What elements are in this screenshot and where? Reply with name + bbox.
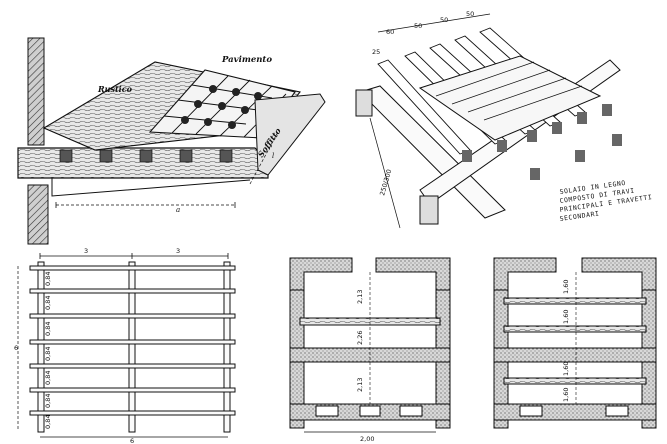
top-dim-right: 3 — [176, 247, 180, 255]
floor-planks — [418, 55, 602, 141]
joist-dimension: 25 — [372, 48, 380, 56]
label-dim-a: a — [176, 206, 180, 214]
dim-bottom-2: 1,60 — [562, 388, 570, 402]
main-beams-plan — [37, 261, 231, 433]
top-dim-left: 3 — [84, 247, 88, 255]
dim-bottom-1: 1,60 — [562, 362, 570, 376]
mid-wall — [493, 347, 657, 363]
spacing-label-6: 0,84 — [44, 415, 52, 429]
spacing-label-1: 0,84 — [44, 296, 52, 310]
diagram-room-section-a: 2,13 2,26 2,13 2,00 — [289, 257, 451, 443]
wall-lower — [27, 184, 49, 245]
beam-upper-1 — [503, 297, 647, 305]
bottom-dim: 6 — [130, 437, 134, 444]
dim-top-2: 2,26 — [356, 331, 364, 345]
span-dimension-line — [369, 117, 401, 229]
spacing-label-4: 0,84 — [44, 371, 52, 385]
secondary-joists-plan — [29, 265, 236, 416]
width-dim: 2,00 — [360, 435, 374, 443]
dim-bottom-1: 2,13 — [356, 378, 364, 392]
spacing-0: 60 — [386, 28, 394, 36]
spacing-2: 50 — [440, 16, 448, 24]
spacing-3: 50 — [466, 10, 474, 18]
side-dim: 6 — [14, 344, 18, 352]
plank-lines — [435, 61, 583, 121]
ceiling-hanger — [51, 178, 251, 197]
diagram-beams-joists: 60 50 50 50 25 250/300 SOLAIO IN LEGNO C… — [355, 10, 653, 229]
bottom-wall — [493, 403, 657, 421]
diagram-room-section-b: 1,60 1,60 1,60 1,60 — [493, 257, 657, 429]
beam-upper-2 — [503, 325, 647, 333]
spacing-1: 50 — [414, 22, 422, 30]
label-rustico: Rustico — [97, 84, 133, 94]
label-dim-l: l — [272, 152, 274, 160]
spacing-dimension-line — [377, 13, 491, 33]
spacing-label-0: 0,84 — [44, 272, 52, 286]
caption-block: SOLAIO IN LEGNO COMPOSTO DI TRAVI PRINCI… — [559, 179, 653, 223]
dim-top-2: 1,60 — [562, 310, 570, 324]
label-pavimento: Pavimento — [221, 55, 272, 65]
spacing-label-5: 0,84 — [44, 394, 52, 408]
ceiling-board — [254, 93, 326, 176]
joist-ends — [59, 149, 233, 163]
spacing-label-2: 0,84 — [44, 322, 52, 336]
joist-sections — [462, 104, 622, 180]
spacing-label-3: 0,84 — [44, 347, 52, 361]
spacing-labels: 0,84 0,84 0,84 0,84 0,84 0,84 0,84 — [44, 272, 52, 429]
dim-top-1: 2,13 — [356, 290, 364, 304]
wall-upper — [27, 37, 45, 146]
diagram-joist-plan: 3 3 6 0,84 0,84 0,84 0,84 0,84 0,84 — [14, 247, 236, 444]
diagram-floor-perspective: Pavimento Rustico Soffitto a l — [17, 37, 326, 245]
dim-top-1: 1,60 — [562, 280, 570, 294]
span-dimension: 250/300 — [378, 168, 393, 196]
beam-lower-1 — [503, 377, 647, 385]
